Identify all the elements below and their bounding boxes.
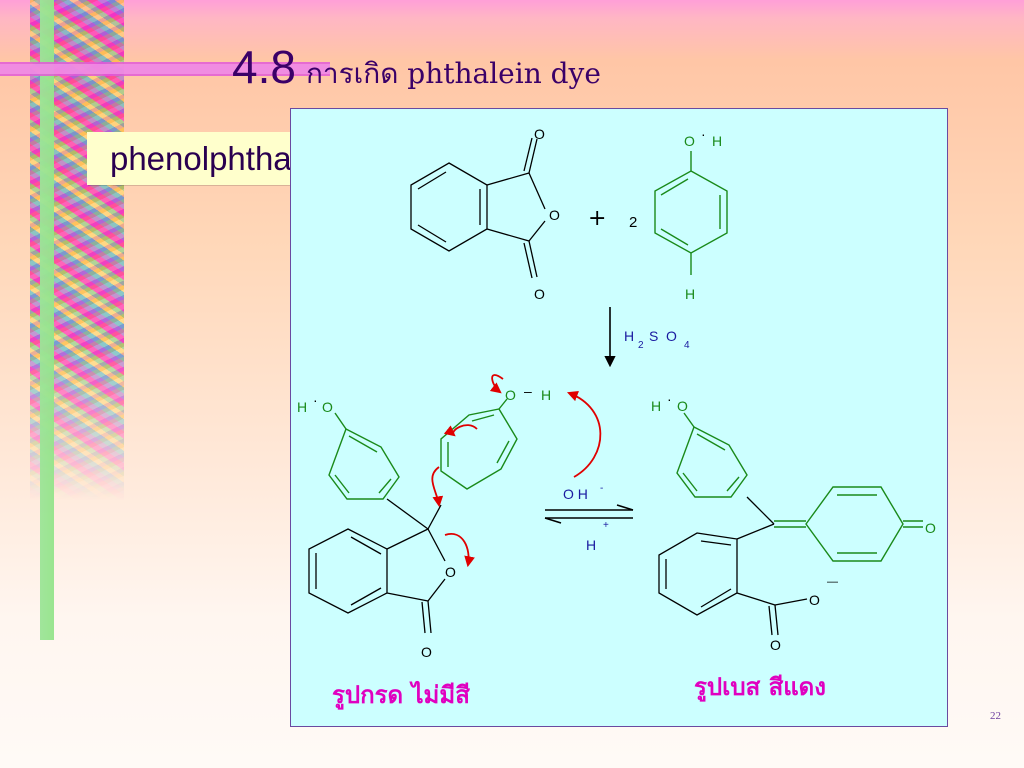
equilibrium-arrows [544, 504, 634, 524]
base-form-quinoid [774, 486, 923, 562]
acid-right-phenol-ring [440, 408, 518, 490]
equilibrium-hydroxide-charge: - [600, 483, 603, 494]
electron-push-arrows [431, 374, 602, 568]
reagent-o: O [666, 328, 677, 344]
anhydride-oxygen-ring: O [549, 207, 560, 223]
arrow-carbon-bond [431, 466, 444, 508]
page-number: 22 [990, 710, 1001, 722]
phenol-oxygen: O [684, 133, 695, 149]
slide-title: 4.8 การเกิด phthalein dye [232, 40, 601, 100]
arrow-oxygen-lone-pair [489, 374, 504, 394]
base-left-h: H [651, 398, 661, 414]
base-carbonyl-oxygen: O [770, 637, 781, 653]
phenol-hydroxyl-h: H [712, 133, 722, 149]
base-carboxylate-charge: — [827, 576, 838, 588]
reaction-diagram-svg: O O O + 2 O · H H H 2 S O 4 H · O O [297, 126, 936, 710]
acid-form-phenol-left [328, 412, 400, 500]
reagent-subscript-4: 4 [684, 340, 690, 351]
base-carboxylate-oxygen: O [809, 592, 820, 608]
anhydride-benzene-ring [410, 162, 488, 252]
acid-right-dash: – [524, 383, 532, 399]
acid-form-lactone [308, 498, 446, 634]
acid-carbonyl-oxygen: O [421, 644, 432, 660]
arrow-lactone-break [444, 533, 475, 568]
acid-form-phenol-right [440, 398, 518, 490]
phenol-benzene-ring [654, 170, 728, 254]
anhydride-oxygen-bottom: O [534, 286, 545, 302]
acid-benzene-ring [308, 528, 388, 614]
equilibrium-proton-charge: + [603, 520, 609, 531]
reagent-h: H [624, 328, 634, 344]
phthalic-anhydride [410, 137, 546, 279]
acid-right-oxygen: O [505, 387, 516, 403]
acid-left-h: H [297, 399, 307, 415]
decorative-magenta-bar-highlight [0, 64, 330, 74]
sulfuric-acid-reagent: H 2 S O 4 [624, 328, 690, 351]
slide-title-text: การเกิด phthalein dye [305, 57, 601, 90]
base-phenol-ring [676, 426, 748, 498]
base-form-benzoate [658, 496, 808, 636]
quinoid-ring [805, 486, 904, 562]
phenol-molecule [654, 151, 728, 275]
equilibrium-proton: H [586, 537, 596, 553]
reaction-diagram-panel: O O O + 2 O · H H H 2 S O 4 H · O O [290, 108, 948, 727]
acid-left-phenol-ring [328, 428, 400, 500]
caption-base-form: รูปเบส สีแดง [694, 673, 826, 702]
acid-left-oxygen: O [322, 399, 333, 415]
plus-sign: + [588, 206, 606, 231]
reagent-s: S [649, 328, 658, 344]
acid-lactone-oxygen: O [445, 564, 456, 580]
benzoate-ring [658, 532, 738, 616]
arrow-ring-pi-bond [443, 424, 478, 437]
anhydride-oxygen-top: O [534, 126, 545, 142]
phenol-oxygen-dot: · [701, 126, 706, 142]
acid-right-h: H [541, 387, 551, 403]
reagent-subscript-2: 2 [638, 340, 644, 351]
arrow-hydroxide-attack [566, 391, 602, 478]
phenol-para-h: H [685, 286, 695, 302]
slide-title-number: 4.8 [232, 41, 296, 93]
base-quinone-oxygen: O [925, 520, 936, 536]
base-left-dot: · [667, 391, 672, 407]
acid-left-dot: · [313, 392, 318, 408]
base-form-phenol [676, 412, 748, 498]
decorative-green-bar-highlight [40, 0, 54, 640]
caption-acid-form: รูปกรด ไม่มีสี [332, 680, 470, 710]
equilibrium-hydroxide: O H [563, 486, 588, 502]
base-left-oxygen: O [677, 398, 688, 414]
phenol-coefficient: 2 [629, 214, 637, 231]
